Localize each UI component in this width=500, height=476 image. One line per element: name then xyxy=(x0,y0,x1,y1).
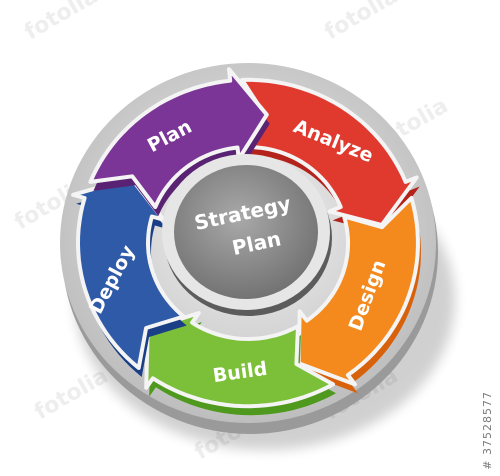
watermark-tile: fotolia xyxy=(21,0,103,45)
segment-build-arrow xyxy=(144,311,335,409)
segment-analyze-arrow xyxy=(240,77,419,227)
cycle-segments xyxy=(71,67,421,416)
hub-circle xyxy=(174,165,318,299)
watermark-tile: fotolia xyxy=(321,0,403,45)
stock-id-watermark: # 37528577 xyxy=(481,391,494,470)
segment-design-arrow xyxy=(296,196,420,387)
